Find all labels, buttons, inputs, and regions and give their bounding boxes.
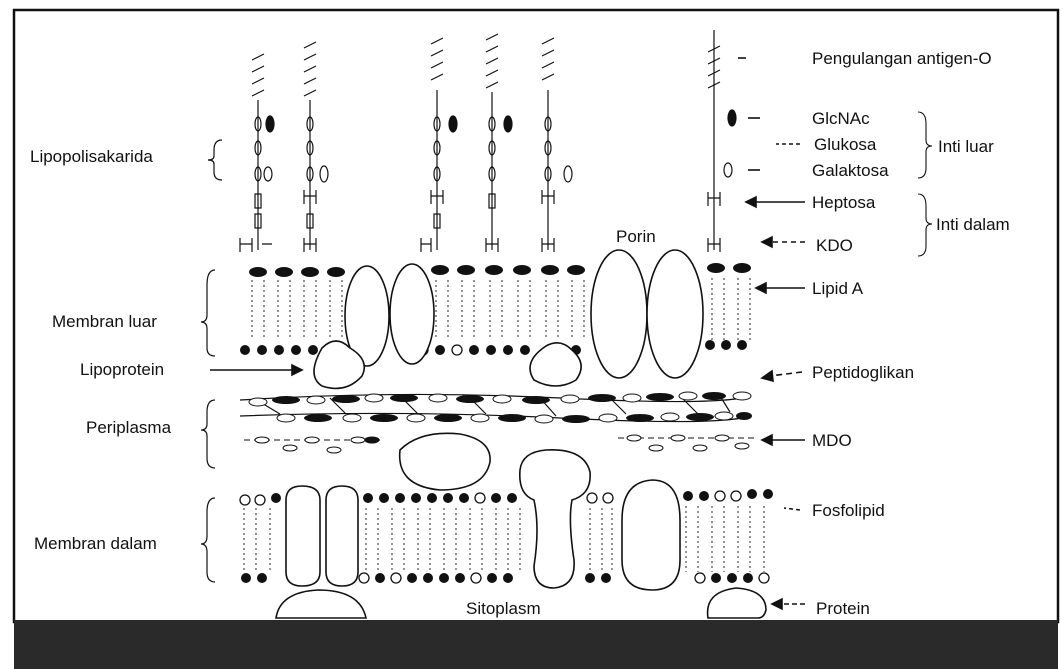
label-heptosa: Heptosa [812,193,876,212]
bottom-dark-band [14,620,1058,669]
label-lipopolisakarida: Lipopolisakarida [30,147,153,166]
label-lipid-a: Lipid A [812,279,864,298]
label-fosfolipid: Fosfolipid [812,501,885,520]
label-protein: Protein [816,599,870,618]
label-peptidoglikan: Peptidoglikan [812,363,914,382]
membrane-protein [286,486,320,586]
membrane-protein [622,480,680,590]
label-lipoprotein: Lipoprotein [80,360,164,379]
label-membran-dalam: Membran dalam [34,534,157,553]
label-inti-dalam: Inti dalam [936,215,1010,234]
label-sitoplasm: Sitoplasm [466,599,541,618]
label-antigen-o: Pengulangan antigen-O [812,49,992,68]
label-mdo: MDO [812,431,852,450]
porin-protein [591,250,647,378]
label-kdo: KDO [816,236,853,255]
membrane-protein [326,486,358,586]
label-membran-luar: Membran luar [52,312,157,331]
membrane-protein [390,264,434,364]
label-inti-luar: Inti luar [938,137,994,156]
porin-protein [647,250,703,378]
label-glcnac: GlcNAc [812,109,870,128]
label-porin: Porin [616,227,656,246]
label-galaktosa: Galaktosa [812,161,889,180]
label-glukosa: Glukosa [814,135,877,154]
periplasmic-protein [400,433,490,490]
label-periplasma: Periplasma [86,418,172,437]
